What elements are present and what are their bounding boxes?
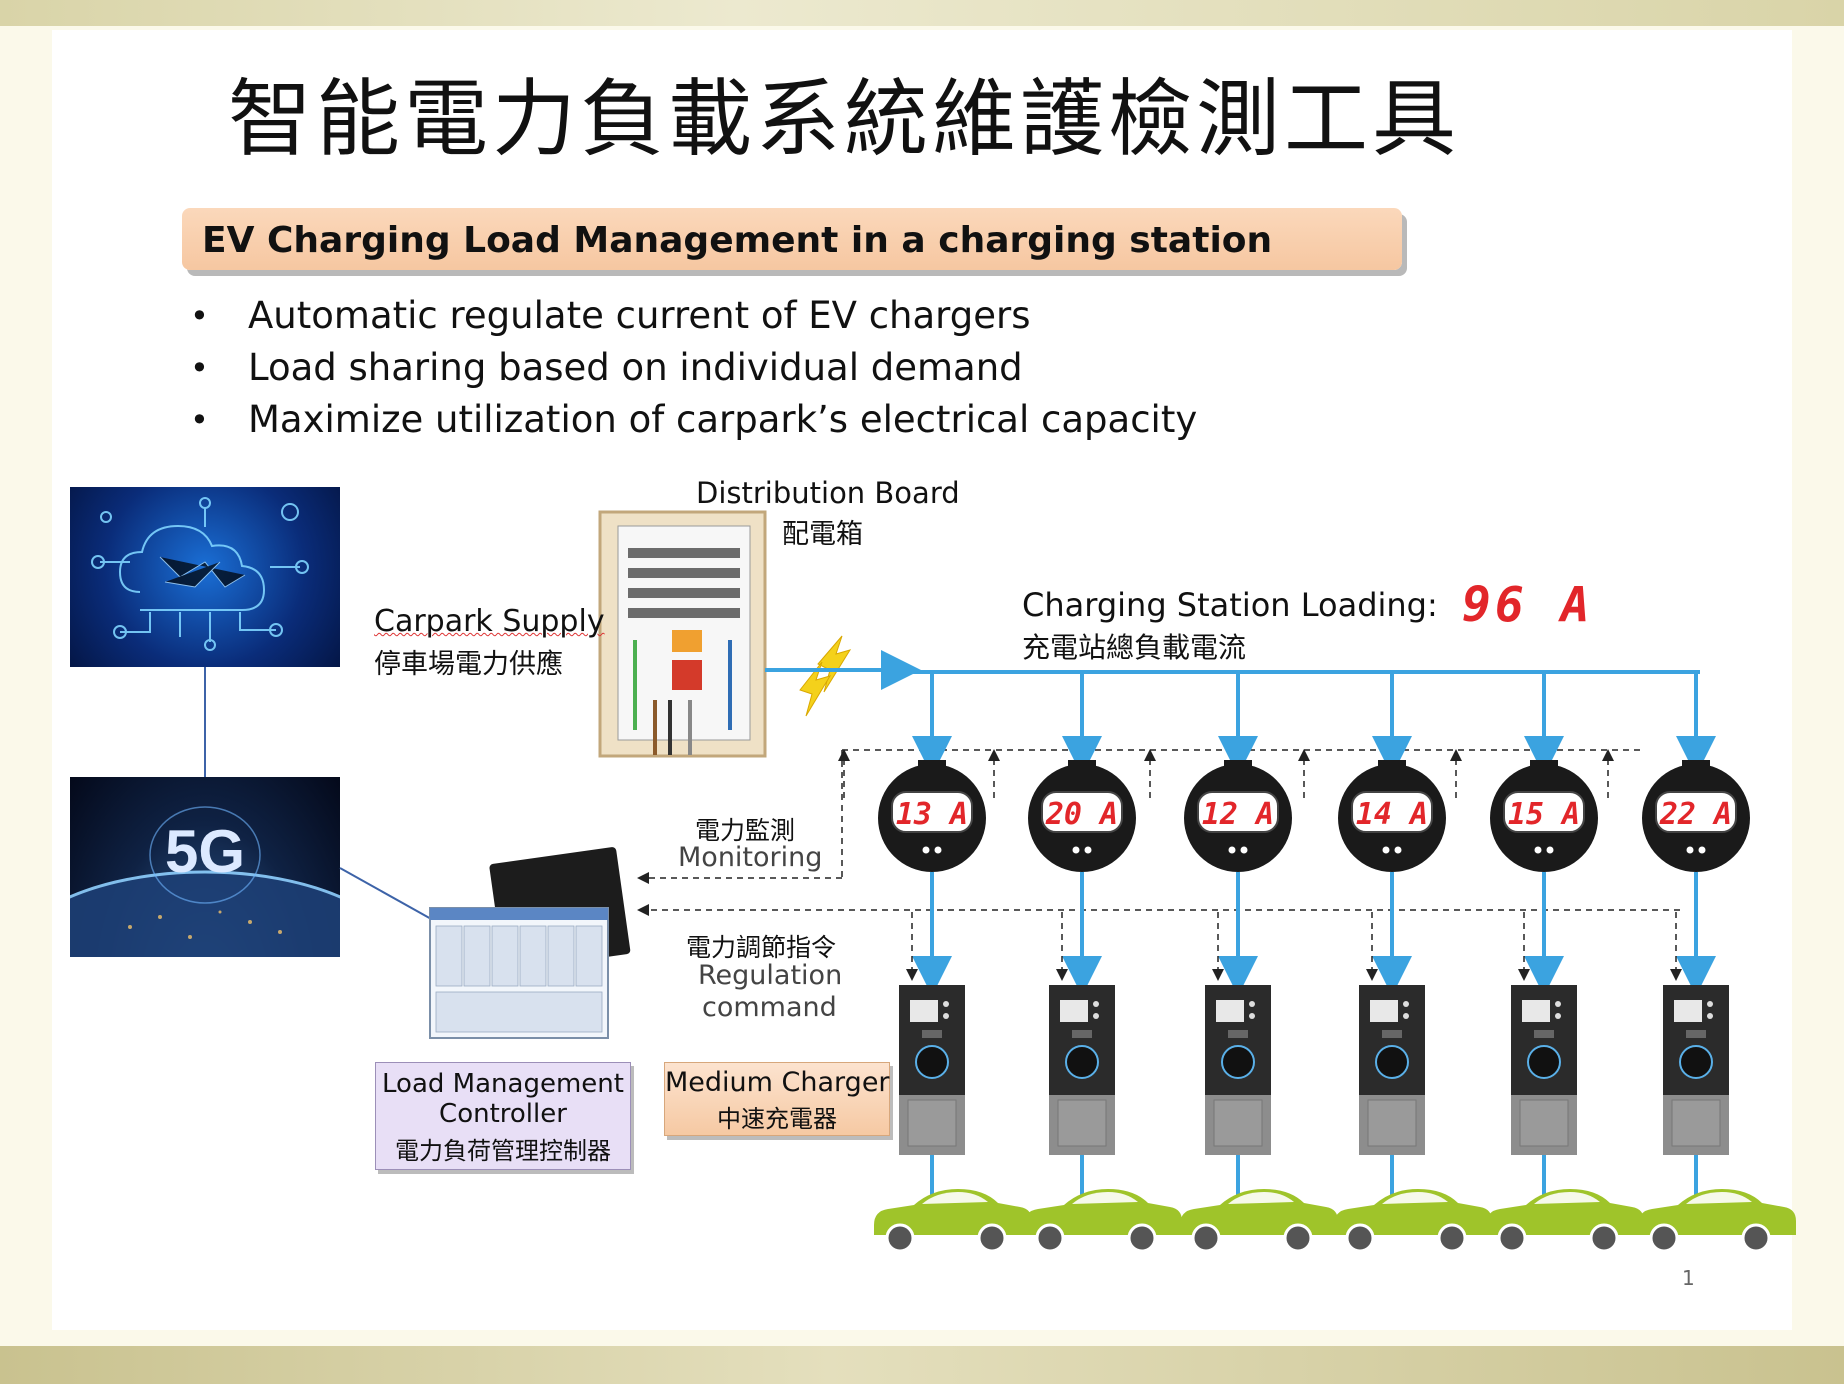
medium-charger-icon bbox=[1359, 985, 1425, 1155]
monitoring-label-zh: 電力監測 bbox=[695, 816, 796, 845]
current-meter: 20 A bbox=[1028, 760, 1136, 872]
fiveg-controller-link bbox=[339, 867, 434, 921]
medium-charger-box: Medium Charger 中速充電器 bbox=[664, 1062, 890, 1136]
electric-car-icon bbox=[1180, 1189, 1338, 1253]
controller-line-3: 電力負荷管理控制器 bbox=[395, 1137, 611, 1165]
electric-car-icon bbox=[1334, 1189, 1492, 1253]
medium-charger-label-en: Medium Charger bbox=[665, 1067, 890, 1098]
bullet-item: Automatic regulate current of EV charger… bbox=[190, 290, 1197, 342]
station-loading-label-en: Charging Station Loading: bbox=[1022, 586, 1438, 624]
regulation-label-en-2: command bbox=[702, 992, 837, 1023]
electric-car-icon bbox=[1024, 1189, 1182, 1253]
controller-line-2: Controller bbox=[439, 1099, 567, 1129]
bullet-item: Load sharing based on individual demand bbox=[190, 342, 1197, 394]
electric-car-icon bbox=[1486, 1189, 1644, 1253]
charger-unit: 20 A bbox=[988, 672, 1136, 1215]
charger-unit: 13 A bbox=[838, 672, 986, 1215]
medium-charger-label-zh: 中速充電器 bbox=[717, 1105, 837, 1133]
current-meter: 22 A bbox=[1642, 760, 1750, 872]
load-management-controller-box: Load Management Controller 電力負荷管理控制器 bbox=[375, 1062, 631, 1170]
charger-unit: 22 A bbox=[1602, 672, 1750, 1215]
charger-unit: 12 A bbox=[1144, 672, 1292, 1215]
current-meter: 12 A bbox=[1184, 760, 1292, 872]
page-number: 1 bbox=[1682, 1266, 1695, 1290]
fiveg-text: 5G bbox=[165, 818, 245, 885]
electric-car-icon bbox=[874, 1189, 1032, 1253]
bullet-item: Maximize utilization of carpark’s electr… bbox=[190, 394, 1197, 446]
electric-car-icon bbox=[1638, 1189, 1796, 1253]
regulation-label-en-1: Regulation bbox=[698, 960, 843, 991]
meter-value: 12 A bbox=[1202, 797, 1274, 832]
distribution-board-label-en: Distribution Board bbox=[696, 476, 960, 510]
bullet-list: Automatic regulate current of EV charger… bbox=[190, 290, 1197, 446]
controller-line-1: Load Management bbox=[382, 1069, 624, 1099]
medium-charger-icon bbox=[1511, 985, 1577, 1155]
medium-charger-icon bbox=[1663, 985, 1729, 1155]
current-meter: 15 A bbox=[1490, 760, 1598, 872]
medium-charger-icon bbox=[899, 985, 965, 1155]
distribution-board bbox=[598, 510, 767, 758]
medium-charger-icon bbox=[1049, 985, 1115, 1155]
station-loading-value: 96 A bbox=[1462, 577, 1594, 633]
subtitle-banner: EV Charging Load Management in a chargin… bbox=[182, 208, 1402, 270]
meter-value: 13 A bbox=[896, 797, 968, 832]
regulation-label-zh: 電力調節指令 bbox=[686, 933, 837, 962]
bottom-band bbox=[0, 1346, 1844, 1384]
meter-value: 20 A bbox=[1045, 797, 1118, 832]
medium-charger-icon bbox=[1205, 985, 1271, 1155]
carpark-supply-label-zh: 停車場電力供應 bbox=[374, 649, 563, 680]
charger-unit: 14 A bbox=[1298, 672, 1446, 1215]
subtitle-text: EV Charging Load Management in a chargin… bbox=[202, 220, 1273, 261]
station-loading-label-zh: 充電站總負載電流 bbox=[1022, 631, 1247, 664]
meter-value: 15 A bbox=[1508, 797, 1580, 832]
cloud-network-image bbox=[70, 487, 340, 667]
distribution-board-label-zh: 配電箱 bbox=[782, 519, 863, 550]
top-band bbox=[0, 0, 1844, 26]
lightning-icon bbox=[799, 635, 852, 717]
meter-value: 22 A bbox=[1659, 797, 1732, 832]
carpark-supply-label-en: Carpark Supply bbox=[374, 604, 605, 639]
controller-screen-image bbox=[429, 847, 631, 1039]
charger-unit: 15 A bbox=[1450, 672, 1598, 1215]
monitoring-label-en: Monitoring bbox=[678, 842, 823, 873]
current-meter: 13 A bbox=[878, 760, 986, 872]
meter-value: 14 A bbox=[1356, 797, 1428, 832]
current-meter: 14 A bbox=[1338, 760, 1446, 872]
slide-title: 智能電力負載系統維護檢測工具 bbox=[228, 70, 1461, 168]
fiveg-image: 5G bbox=[70, 777, 340, 957]
